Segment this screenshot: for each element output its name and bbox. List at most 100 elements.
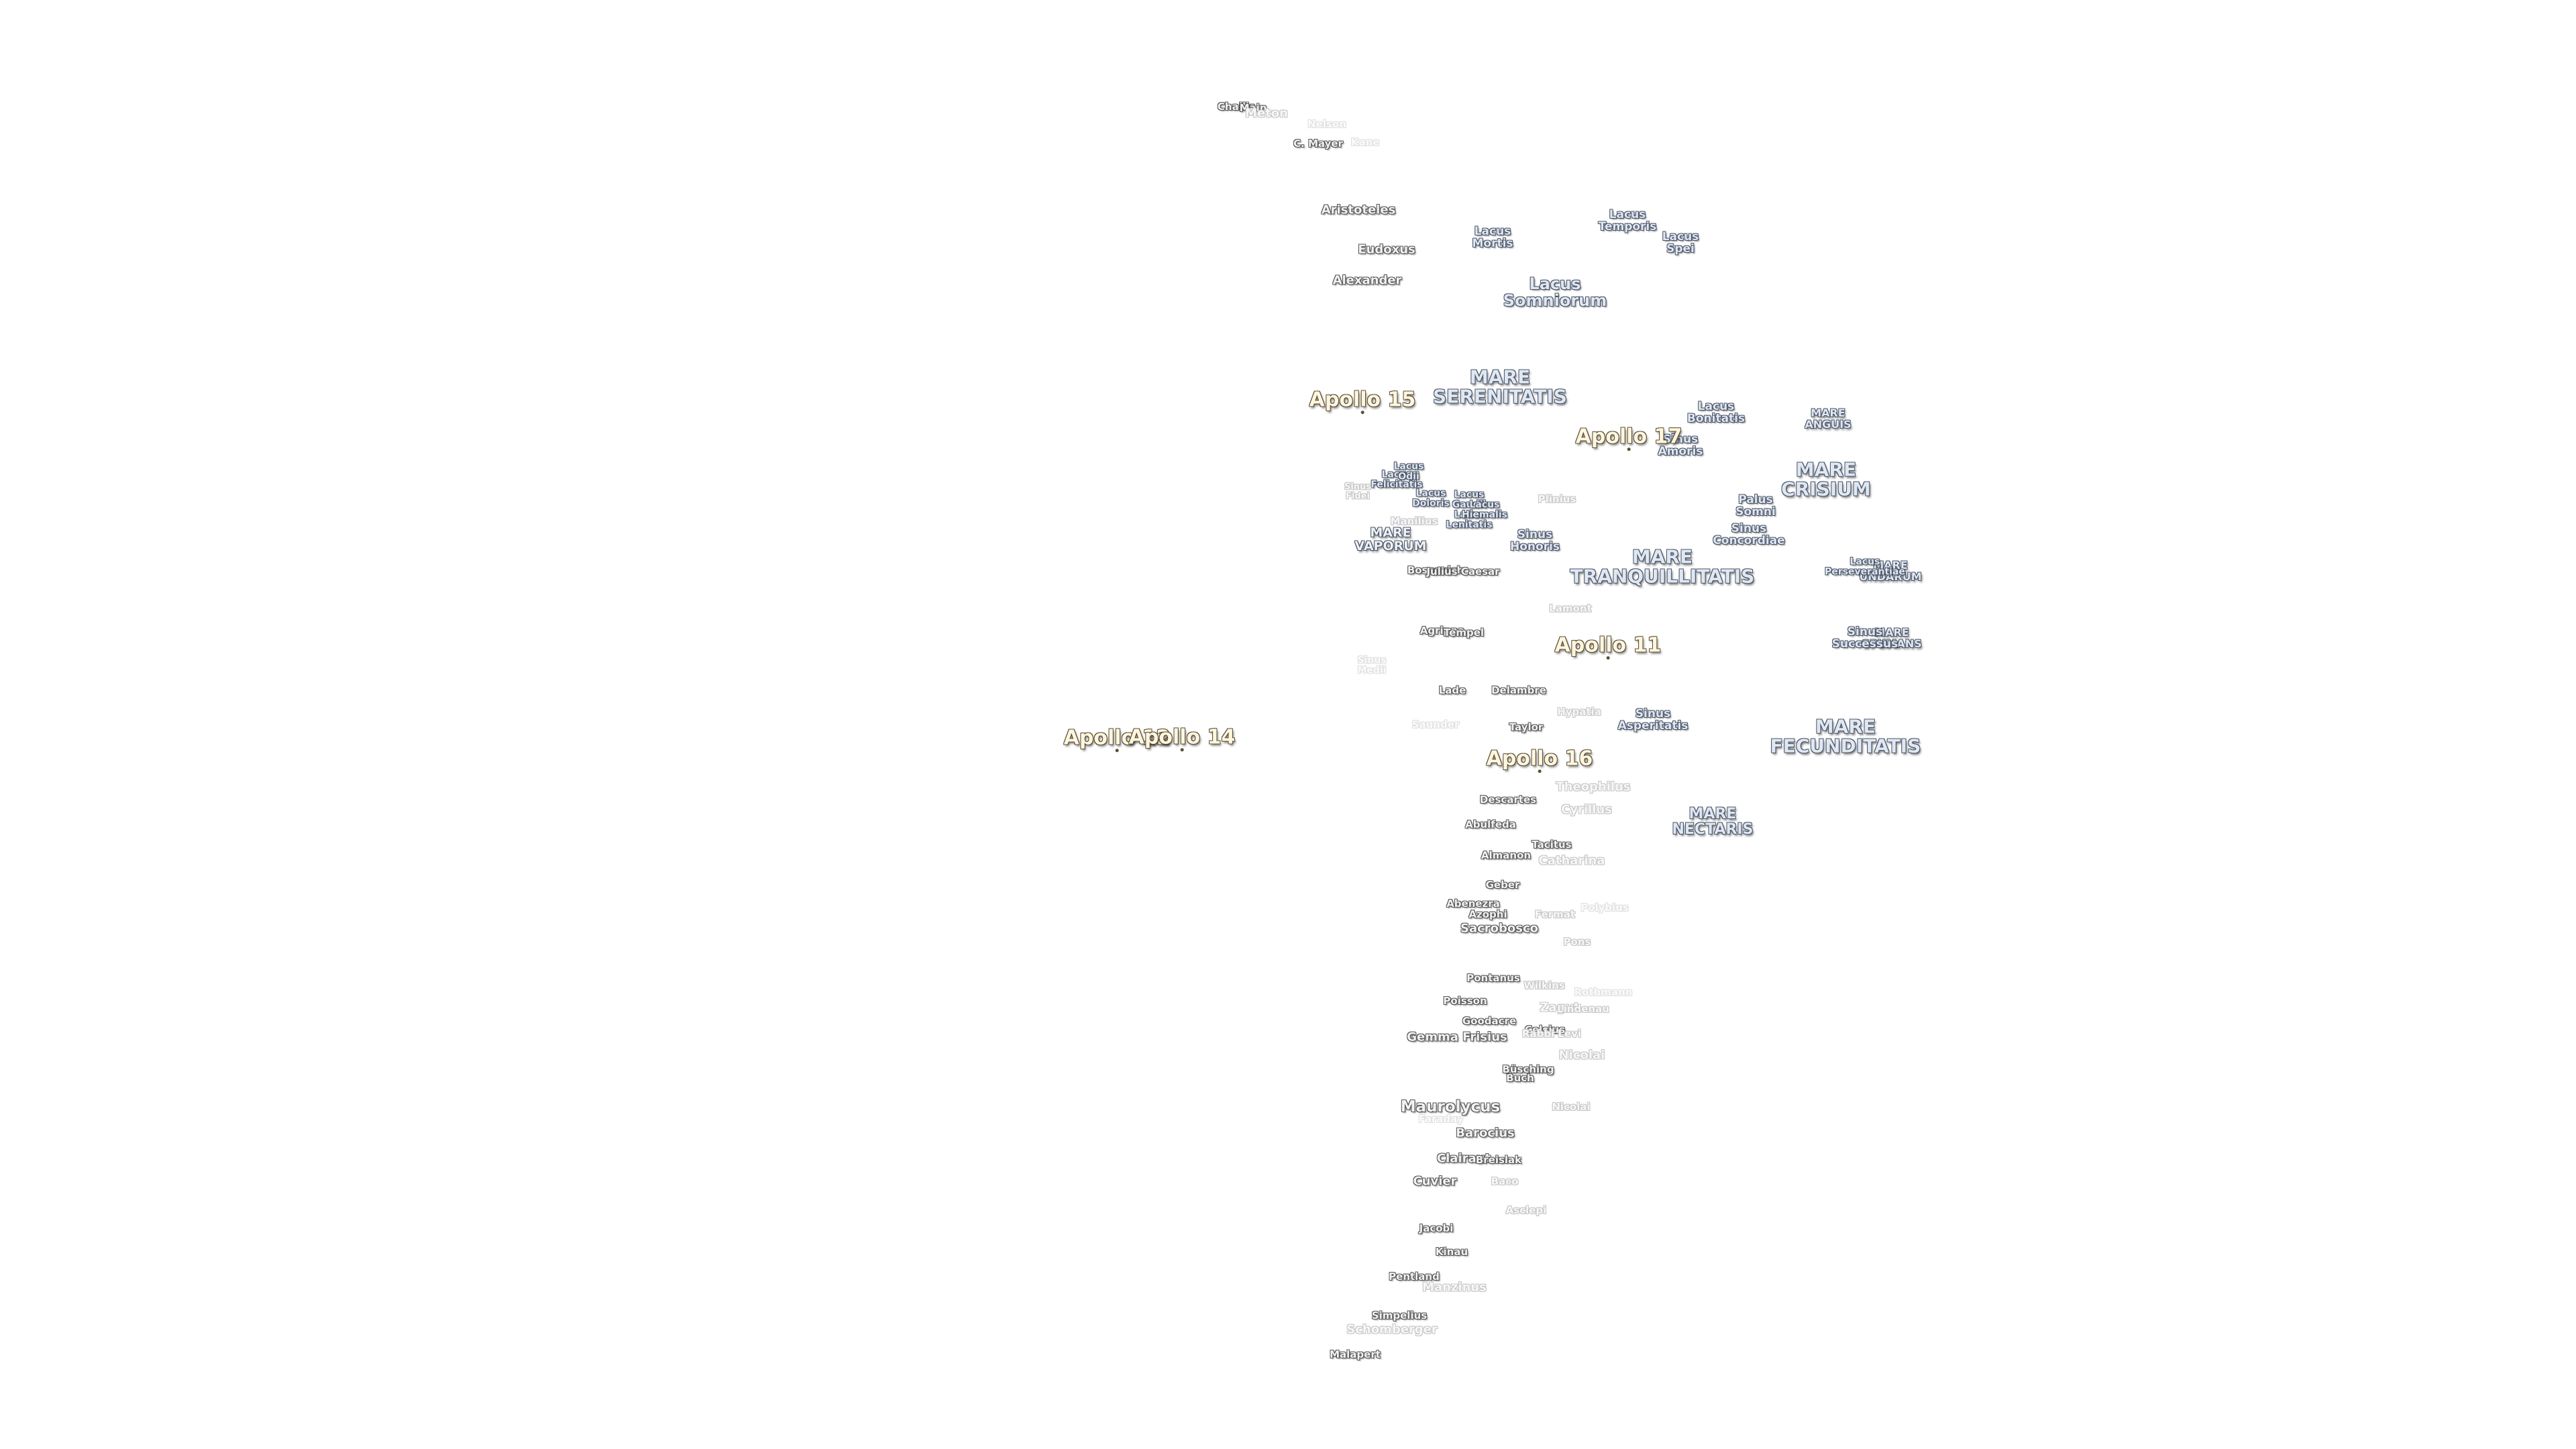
crater-label: Manzinus [1422,1280,1487,1295]
crater-label: Simpelius [1371,1309,1428,1322]
crater-label: Pontanus [1466,972,1520,985]
crater-label: Pons [1563,936,1591,949]
landing-site-marker-icon [1606,655,1610,659]
crater-label: C. Mayer [1293,138,1343,150]
crater-label: Challis [1217,101,1256,113]
crater-label: Jacobi [1419,1222,1454,1235]
crater-label: Wilkins [1523,979,1565,992]
crater-label: Descartes [1479,794,1537,806]
crater-label: Asclepi [1505,1204,1547,1217]
landing-site-marker-icon [1180,747,1184,751]
crater-label: Aristoteles [1321,203,1396,217]
crater-label: Barocius [1456,1126,1515,1140]
landing-site-marker-icon [1360,410,1364,414]
crater-label: Fermat [1534,908,1576,921]
crater-label: Cuvier [1413,1174,1457,1189]
crater-label: Manilius [1390,515,1438,528]
crater-label: Abulfeda [1465,818,1516,831]
crater-label: Maurolycus [1400,1097,1501,1116]
crater-label: Tempel [1443,627,1485,639]
apollo-15-site[interactable]: Apollo 15 [1309,389,1415,414]
crater-label: Poisson [1443,995,1487,1008]
apollo-11-site[interactable]: Apollo 11 [1555,635,1661,659]
crater-label: Hypatia [1557,706,1601,718]
crater-label: Eudoxus [1358,242,1415,257]
crater-label: Lindenau [1557,1003,1609,1016]
crater-label: Tacitus [1532,839,1572,851]
crater-label: Saunder [1411,718,1460,731]
crater-label: Zagut [1540,1000,1580,1015]
crater-label: Lade [1438,684,1466,697]
crater-label: Schomberger [1346,1322,1438,1337]
crater-label: Celsius [1525,1024,1565,1036]
crater-label: Cyrillus [1561,802,1612,817]
crater-label: Meton [1245,106,1288,121]
crater-label: Boscovich [1407,564,1464,577]
crater-label: Delambre [1491,684,1546,697]
crater-label: Julius Caesar [1426,566,1500,578]
crater-label: Theophilus [1556,780,1631,794]
crater-label: Catharina [1538,853,1605,868]
crater-label: Breislak [1475,1154,1522,1167]
landing-site-marker-icon [1115,748,1119,752]
crater-label: Nicolai [1558,1048,1605,1063]
crater-label: Buch [1506,1072,1534,1085]
apollo-12-site[interactable]: Apollo 12 [1064,727,1170,752]
crater-label: Nelson [1307,118,1346,131]
crater-label: Malapert [1330,1348,1381,1361]
landing-site-marker-icon [1538,769,1542,773]
crater-label: Rabbi Levi [1521,1028,1582,1040]
apollo-17-site[interactable]: Apollo 17 [1576,426,1682,451]
crater-label: Abenezra [1446,898,1500,910]
crater-label: Nicolai [1552,1101,1591,1114]
crater-label: Polybius [1580,902,1629,914]
crater-label: Lamont [1549,602,1592,615]
crater-label: Faraday [1418,1113,1464,1126]
crater-label: Büsching [1502,1063,1554,1076]
crater-label: Geber [1485,879,1520,892]
apollo-16-site[interactable]: Apollo 16 [1487,748,1593,773]
crater-label: Pentland [1389,1271,1440,1283]
crater-label: Goodacre [1462,1015,1517,1028]
apollo-14-site[interactable]: Apollo 14 [1129,727,1235,751]
crater-label: Almanon [1481,849,1532,862]
crater-label: Azophi [1468,908,1507,921]
crater-label: Plinius [1538,493,1576,506]
crater-label: Clairaut [1436,1151,1491,1166]
crater-label: Baco [1491,1175,1519,1188]
crater-label: Gemma Frisius [1407,1030,1507,1044]
crater-label: Sacrobosco [1460,921,1539,936]
crater-label: Main [1239,102,1267,115]
crater-label: Alexander [1332,273,1402,288]
crater-label: Kinau [1435,1246,1468,1258]
crater-label: Rothmann [1574,986,1633,999]
